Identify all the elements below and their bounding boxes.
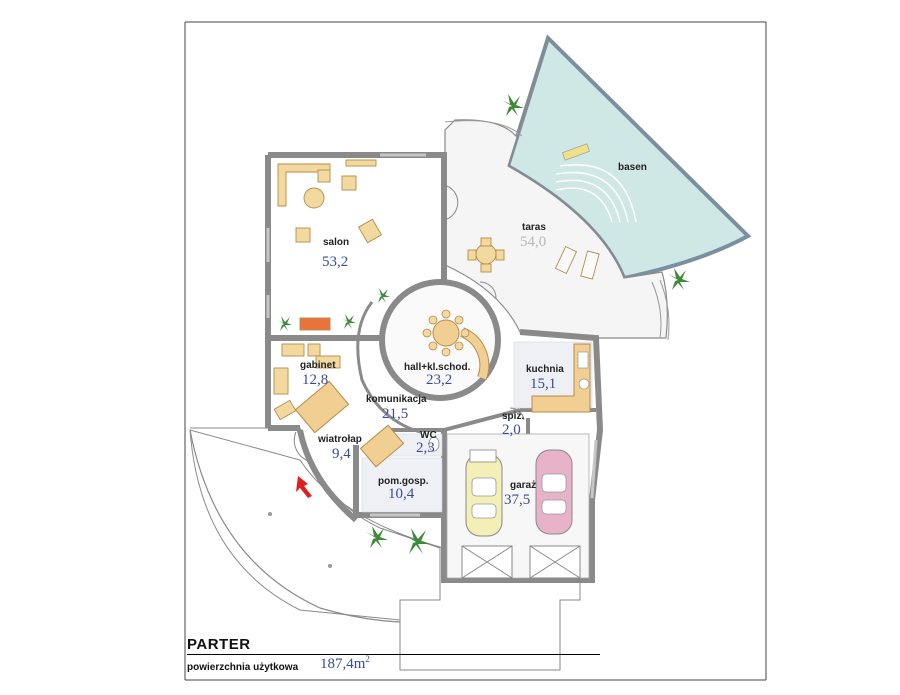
usable-area-label: powierzchnia użytkowa xyxy=(187,662,299,673)
entrance-area xyxy=(189,427,581,671)
plants xyxy=(277,94,690,554)
usable-area-value: 187,4m2 xyxy=(320,654,370,673)
plant-icon xyxy=(341,314,356,329)
room-area-komunikacja: 21,5 xyxy=(382,406,408,422)
room-name-wiatrolap: wiatrołap xyxy=(317,434,362,445)
usable-area-number: 187,4m xyxy=(320,656,366,672)
plant-icon xyxy=(375,288,390,303)
room-name-kuchnia: kuchnia xyxy=(526,364,564,375)
room-name-taras: taras xyxy=(522,222,546,233)
central-hall xyxy=(379,279,501,401)
room-area-gabinet: 12,8 xyxy=(302,372,328,388)
room-name-basen: basen xyxy=(618,162,647,173)
usable-area-unit-sup: 2 xyxy=(365,654,370,664)
room-labels: basen taras 54,0 salon 53,2 gabinet 12,8… xyxy=(300,162,647,508)
kitchen-counter xyxy=(531,343,591,413)
room-area-salon: 53,2 xyxy=(322,254,348,270)
terrace xyxy=(444,37,670,341)
room-name-gabinet: gabinet xyxy=(300,360,336,371)
title-underline xyxy=(187,654,600,655)
terrace-furniture xyxy=(467,237,600,280)
wc-fixtures xyxy=(428,436,497,463)
doors xyxy=(293,184,525,463)
room-name-komunikacja: komunikacja xyxy=(366,394,427,405)
plant-icon xyxy=(404,528,430,554)
windows xyxy=(266,153,598,517)
garage-doors xyxy=(461,545,581,579)
sun-lounger-pool xyxy=(561,143,591,161)
room-area-garaz: 37,5 xyxy=(504,492,530,508)
pool-steps xyxy=(555,164,637,223)
plant-icon xyxy=(366,526,388,548)
plant-icon xyxy=(668,268,690,290)
dining-table xyxy=(432,319,460,347)
room-area-wc: 2,3 xyxy=(416,440,435,456)
room-name-wc: WC xyxy=(420,430,437,441)
entrance-arrow-icon xyxy=(296,476,312,498)
corridor-arc xyxy=(356,301,421,434)
plan-title: PARTER xyxy=(187,636,251,653)
sheet-frame xyxy=(184,21,767,681)
stairs xyxy=(294,380,405,468)
room-name-garaz: garaż xyxy=(510,480,536,491)
gabinet-furniture xyxy=(273,343,341,421)
car-yellow xyxy=(465,453,503,537)
room-name-salon: salon xyxy=(323,237,349,248)
room-name-hall: hall+kl.schod. xyxy=(404,362,471,373)
plant-icon xyxy=(502,94,524,116)
room-area-taras: 54,0 xyxy=(520,234,546,250)
room-name-pom-gosp: pom.gosp. xyxy=(378,476,429,487)
car-pink xyxy=(535,449,573,535)
room-area-kuchnia: 15,1 xyxy=(530,376,556,392)
room-name-spiz: spiż. xyxy=(502,411,524,422)
room-area-hall: 23,2 xyxy=(426,372,452,388)
room-area-pom-gosp: 10,4 xyxy=(388,486,415,502)
room-area-spiz: 2,0 xyxy=(502,422,521,438)
salon-furniture xyxy=(277,159,383,331)
plant-icon xyxy=(277,316,292,331)
room-area-wiatrolap: 9,4 xyxy=(332,446,351,462)
